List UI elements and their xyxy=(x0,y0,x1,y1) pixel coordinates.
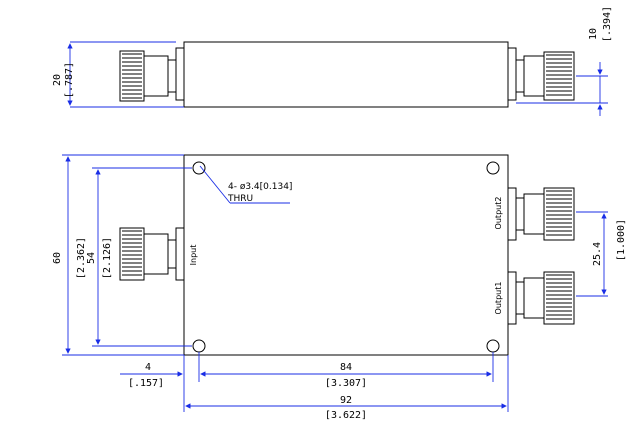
top-left-connector xyxy=(119,50,169,102)
hole-spacing-v-in: [2.126] xyxy=(102,237,113,279)
top-right-connector xyxy=(523,51,575,101)
edge-offset-in: [.157] xyxy=(128,378,164,389)
port-output1-label: Output1 xyxy=(494,282,503,315)
edge-offset-mm: 4 xyxy=(145,362,151,373)
mount-hole-tr xyxy=(486,161,500,175)
top-right-flange xyxy=(507,47,517,101)
hole-spacing-h-in: [3.307] xyxy=(325,378,367,389)
hole-spacing-h-mm: 84 xyxy=(340,362,352,373)
output1-connector xyxy=(507,271,575,325)
dim-output-spacing xyxy=(576,211,608,297)
top-height-mm: 20 xyxy=(52,74,63,86)
top-view: 20 [.787] 10 [.394] xyxy=(52,6,613,116)
output2-connector xyxy=(507,187,575,241)
length-mm: 92 xyxy=(340,395,352,406)
dim-connector-offset xyxy=(516,62,608,116)
connector-offset-in: [.394] xyxy=(602,6,613,42)
front-view: Input Output2 xyxy=(52,154,627,421)
mount-hole-br xyxy=(486,339,500,353)
input-connector xyxy=(119,227,185,281)
dim-top-height xyxy=(67,41,184,108)
hole-note-thru: THRU xyxy=(227,194,253,204)
mount-hole-tl xyxy=(192,161,206,175)
front-height-in: [2.362] xyxy=(76,237,87,279)
hole-spacing-v-mm: 54 xyxy=(86,252,97,264)
connector-offset-mm: 10 xyxy=(588,28,599,40)
dim-hole-spacing-h xyxy=(200,352,494,382)
port-input-label: Input xyxy=(189,245,198,266)
front-height-mm: 60 xyxy=(52,252,63,264)
mount-hole-bl xyxy=(192,339,206,353)
hole-callout xyxy=(199,165,290,204)
dim-edge-offset xyxy=(120,352,200,412)
output-spacing-in: [1.000] xyxy=(616,219,627,261)
dim-length xyxy=(185,355,509,412)
top-left-flange xyxy=(175,47,185,101)
length-in: [3.622] xyxy=(325,410,367,421)
top-height-in: [.787] xyxy=(64,62,75,98)
output-spacing-mm: 25.4 xyxy=(592,242,603,266)
hole-note: 4- ø3.4[0.134] xyxy=(228,182,292,192)
top-body xyxy=(183,41,509,108)
dim-front-height xyxy=(62,154,184,356)
dim-hole-spacing-v xyxy=(92,167,192,347)
port-output2-label: Output2 xyxy=(494,197,503,230)
